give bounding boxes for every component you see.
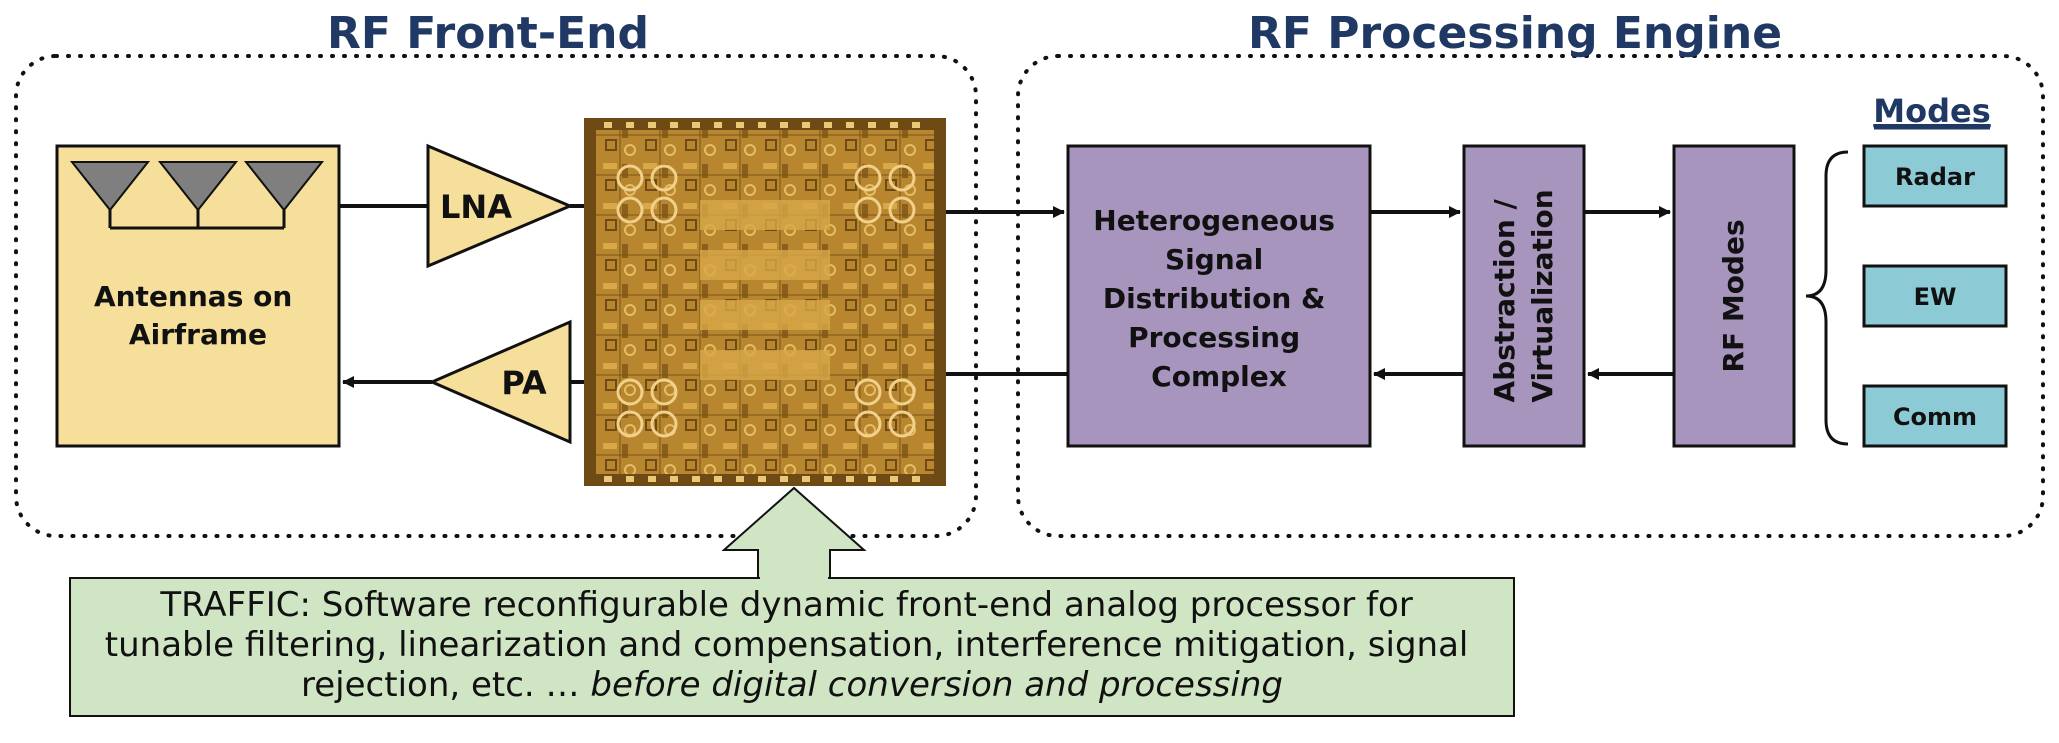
traffic-note-text: TRAFFIC: Software reconfigurable dynamic… xyxy=(105,585,1479,705)
mode-box-ew xyxy=(1862,264,2008,328)
traffic-note-box xyxy=(69,577,1515,717)
hetero-processing-label: Heterogeneous Signal Distribution & Proc… xyxy=(1093,204,1344,393)
front-end-title: RF Front-End xyxy=(327,8,649,59)
rf-modes-label: RF Modes xyxy=(1717,219,1750,372)
hetero-processing-box xyxy=(1066,144,1372,448)
abstraction-label: Abstraction / Virtualization xyxy=(1488,189,1559,402)
antennas-label: Antennas on Airframe xyxy=(94,280,302,351)
modes-heading: Modes xyxy=(1873,92,1990,130)
mode-label-comm: Comm xyxy=(1893,403,1977,431)
pa-label: PA xyxy=(501,364,547,402)
modes-brace xyxy=(1805,150,1849,446)
processing-engine-group xyxy=(1016,54,2045,538)
lna-label: LNA xyxy=(440,188,512,226)
mode-label-radar: Radar xyxy=(1895,163,1975,191)
mode-label-ew: EW xyxy=(1914,283,1957,311)
rf-modes-box xyxy=(1672,144,1796,448)
front-end-group xyxy=(14,54,978,538)
mode-box-radar xyxy=(1862,144,2008,208)
traffic-callout-arrow xyxy=(721,486,867,580)
processing-engine-title: RF Processing Engine xyxy=(1248,8,1782,59)
antenna-feed-lines xyxy=(108,210,286,230)
abstraction-box xyxy=(1462,144,1586,448)
traffic-chip-image xyxy=(584,118,946,486)
antenna-icon xyxy=(69,161,325,212)
mode-box-comm xyxy=(1862,384,2008,448)
